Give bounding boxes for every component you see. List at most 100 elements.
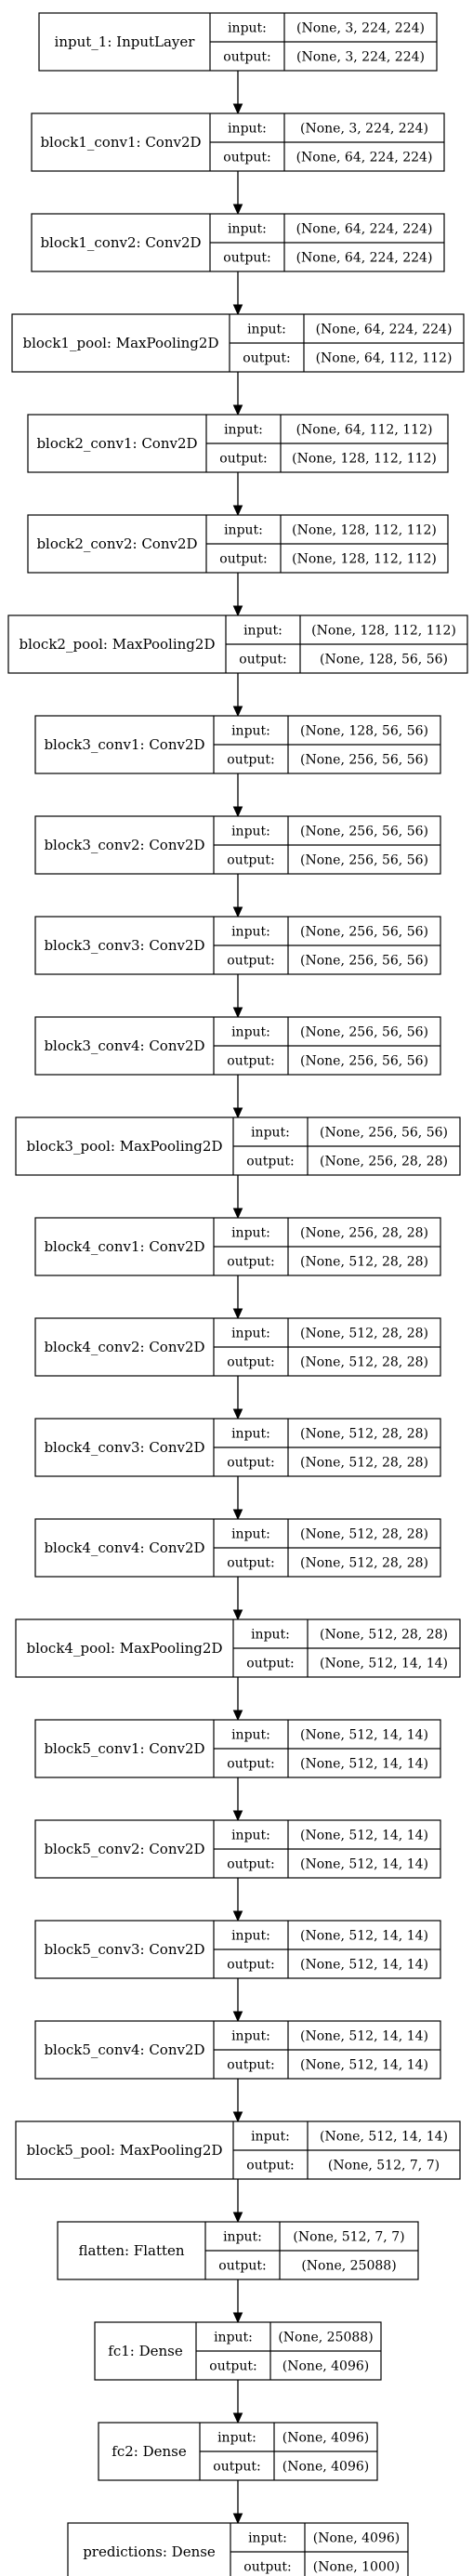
output-label: output: (223, 50, 270, 65)
input-label: input: (231, 925, 270, 940)
output-shape: (None, 3, 224, 224) (296, 50, 425, 65)
arrow-head-icon (232, 2312, 243, 2324)
output-shape: (None, 128, 112, 112) (292, 552, 437, 567)
input-shape: (None, 512, 14, 14) (300, 1829, 428, 1843)
layer-name: flatten: Flatten (78, 2242, 184, 2259)
input-label: input: (228, 122, 267, 137)
output-shape: (None, 64, 224, 224) (296, 151, 433, 165)
output-shape: (None, 512, 7, 7) (328, 2159, 440, 2173)
input-label: input: (231, 1327, 270, 1341)
edge-arrow (232, 773, 243, 818)
arrow-head-icon (232, 1007, 243, 1019)
input-label: input: (231, 1025, 270, 1040)
layer-name: block1_conv1: Conv2D (40, 134, 201, 151)
layer-box (67, 2522, 409, 2576)
output-shape: (None, 256, 56, 56) (300, 954, 428, 969)
output-label: output: (219, 452, 267, 467)
edge-arrow (232, 2179, 243, 2224)
input-shape: (None, 512, 14, 14) (320, 2130, 448, 2145)
input-label: input: (251, 1126, 290, 1141)
edge-arrow (232, 1978, 243, 2023)
layer-node-block5-pool: block5_pool: MaxPooling2Dinput:output:(N… (15, 2120, 461, 2180)
input-label: input: (231, 1929, 270, 1944)
output-label: output: (213, 2460, 260, 2475)
edge-arrow (232, 2480, 243, 2525)
input-shape: (None, 25088) (278, 2331, 373, 2345)
output-shape: (None, 512, 14, 14) (300, 1757, 428, 1772)
layer-node-block5-conv2: block5_conv2: Conv2Dinput:output:(None, … (34, 1819, 441, 1879)
input-shape: (None, 512, 14, 14) (300, 1929, 428, 1944)
input-shape: (None, 512, 28, 28) (300, 1527, 428, 1542)
edge-arrow (232, 171, 243, 216)
output-label: output: (227, 1857, 274, 1872)
edge-arrow (232, 1075, 243, 1119)
arrow-head-icon (232, 1208, 243, 1220)
input-label: input: (231, 1427, 270, 1442)
edge-arrow (232, 673, 243, 718)
output-shape: (None, 128, 112, 112) (292, 452, 437, 467)
output-label: output: (227, 853, 274, 868)
input-label: input: (214, 2331, 253, 2345)
arrow-head-icon (232, 1810, 243, 1822)
arrow-head-icon (232, 2111, 243, 2123)
layer-name: block5_conv3: Conv2D (44, 1941, 204, 1958)
edge-arrow (232, 1175, 243, 1220)
output-label: output: (243, 2560, 291, 2575)
layer-node-block4-conv3: block4_conv3: Conv2Dinput:output:(None, … (34, 1418, 441, 1477)
output-shape: (None, 64, 224, 224) (296, 251, 433, 266)
input-label: input: (247, 323, 286, 337)
input-shape: (None, 64, 224, 224) (316, 323, 453, 337)
output-shape: (None, 1000) (313, 2560, 400, 2575)
input-shape: (None, 64, 112, 112) (296, 423, 433, 438)
input-shape: (None, 512, 14, 14) (300, 2029, 428, 2044)
layer-name: fc2: Dense (112, 2443, 187, 2460)
arrow-head-icon (232, 204, 243, 216)
edge-arrow (232, 1376, 243, 1420)
input-label: input: (251, 2130, 290, 2145)
output-shape: (None, 512, 14, 14) (300, 1857, 428, 1872)
input-shape: (None, 128, 112, 112) (311, 624, 456, 639)
output-shape: (None, 256, 28, 28) (320, 1155, 448, 1169)
arrow-head-icon (232, 404, 243, 416)
layer-name: block5_conv4: Conv2D (44, 2041, 204, 2058)
output-shape: (None, 4096) (282, 2359, 369, 2374)
input-label: input: (231, 2029, 270, 2044)
layer-name: block3_pool: MaxPooling2D (27, 1138, 223, 1155)
edge-arrow (232, 974, 243, 1019)
edge-arrow (232, 372, 243, 416)
output-label: output: (227, 2058, 274, 2073)
layer-name: input_1: InputLayer (55, 33, 196, 50)
layer-node-block5-conv4: block5_conv4: Conv2D input: output: (None, … (34, 2020, 441, 2080)
arrow-head-icon (232, 1910, 243, 1922)
edge-arrow (232, 1777, 243, 1822)
output-shape: (None, 256, 56, 56) (300, 753, 428, 768)
edge-arrow (232, 71, 243, 115)
output-shape: (None, 512, 14, 14) (300, 1958, 428, 1973)
layer-name: block2_conv2: Conv2D (36, 535, 197, 552)
layer-name: block4_conv3: Conv2D (44, 1439, 204, 1456)
output-shape: (None, 64, 112, 112) (316, 351, 453, 366)
arrow-head-icon (232, 1107, 243, 1119)
layer-name: block5_pool: MaxPooling2D (27, 2142, 223, 2159)
input-shape: (None, 256, 56, 56) (300, 1025, 428, 1040)
output-label: output: (223, 251, 270, 266)
layer-name: block2_conv1: Conv2D (36, 435, 197, 452)
input-shape: (None, 128, 56, 56) (300, 724, 428, 739)
output-shape: (None, 4096) (282, 2460, 369, 2475)
edge-arrow (232, 1577, 243, 1621)
arrow-head-icon (232, 2412, 243, 2424)
output-shape: (None, 512, 28, 28) (300, 1355, 428, 1370)
output-shape: (None, 128, 56, 56) (320, 653, 448, 667)
output-label: output: (227, 1255, 274, 1270)
arrow-head-icon (232, 304, 243, 316)
input-shape: (None, 256, 28, 28) (300, 1226, 428, 1241)
layer-node-block1-conv2: block1_conv2: Conv2Dinput:output:(None, … (31, 213, 445, 272)
edge-arrow (232, 472, 243, 517)
arrow-head-icon (232, 605, 243, 617)
output-label: output: (227, 1355, 274, 1370)
output-label: output: (223, 151, 270, 165)
layer-name: block5_conv1: Conv2D (44, 1740, 204, 1757)
layer-node-block3-conv3: block3_conv3: Conv2Dinput:output:(None, … (34, 916, 441, 975)
